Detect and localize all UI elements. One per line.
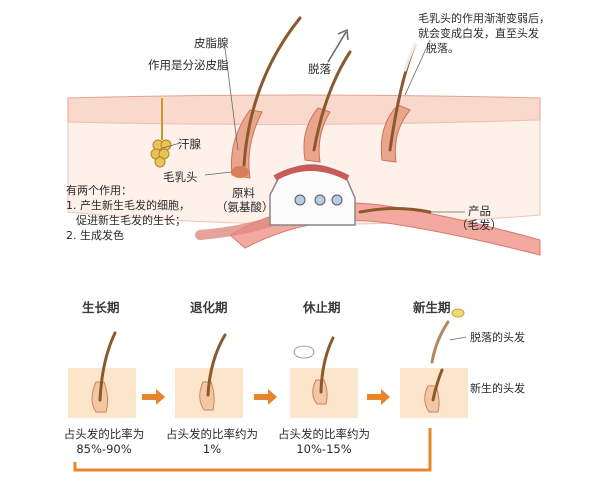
product-hair	[358, 207, 432, 214]
raw-material-sub-label: （氨基酸）	[216, 200, 274, 214]
follicle-3	[380, 104, 411, 163]
stage-caption-growth: 占头发的比率为 85%-90%	[44, 427, 164, 457]
sebaceous-gland-label: 皮脂腺	[194, 36, 229, 50]
note-line-2: 就会变成白发，直至头发	[418, 26, 539, 40]
stage-title-new: 新生期	[413, 300, 451, 315]
sebaceous-function-label: 作用是分泌皮脂	[148, 58, 229, 72]
skin-layer	[67, 94, 541, 126]
function-1: 1. 产生新生毛发的细胞，	[66, 198, 190, 212]
stage-arrow-icons	[142, 389, 390, 405]
hair-2	[312, 50, 352, 152]
caption-resting-line2: 10%-15%	[296, 441, 352, 456]
new-hair-label: 新生的头发	[470, 382, 525, 395]
factory-icon	[269, 164, 356, 226]
sweat-gland-label: 汗腺	[178, 137, 201, 151]
shed-hair-label: 脱落的头发	[470, 331, 525, 344]
shed-arrow-icon	[327, 28, 349, 63]
hair-papilla-1	[231, 166, 249, 178]
stage-panel-4	[400, 308, 468, 418]
stage-panel-2	[175, 333, 243, 418]
hair-papilla-label: 毛乳头	[163, 170, 198, 184]
product-sub-label: （毛发）	[456, 218, 502, 232]
hair-1	[242, 16, 302, 167]
stage-title-resting: 休止期	[303, 300, 341, 315]
raw-material-label: 原料	[232, 186, 255, 200]
stage-title-growth: 生长期	[82, 300, 120, 315]
caption-regression-line1: 占头发的比率约为	[166, 427, 258, 441]
papilla-weakening-note: 毛乳头的作用渐渐变弱后， 就会变成白发，直至头发 脱落。	[418, 12, 550, 57]
functions-title: 有两个作用：	[66, 184, 132, 197]
function-1b: 促进新生毛发的生长；	[76, 213, 186, 227]
shed-hair-root	[451, 308, 465, 318]
stage-caption-regression: 占头发的比率约为 1%	[152, 427, 272, 457]
function-2: 2. 生成发色	[66, 228, 124, 242]
caption-resting-line1: 占头发的比率约为	[278, 427, 370, 441]
hair-3-white-tip	[403, 43, 417, 72]
stage-caption-resting: 占头发的比率约为 10%-15%	[264, 427, 384, 457]
caption-growth-line1: 占头发的比率为	[63, 427, 145, 441]
shedding-label: 脱落	[308, 62, 331, 76]
caption-regression-line2: 1%	[202, 441, 222, 456]
note-line-1: 毛乳头的作用渐渐变弱后，	[418, 12, 550, 25]
caption-growth-line2: 85%-90%	[76, 441, 132, 456]
stage-title-regression: 退化期	[190, 300, 228, 315]
stage-panel-3	[290, 336, 358, 418]
note-line-3: 脱落。	[426, 41, 459, 55]
product-label: 产品	[468, 204, 491, 218]
stage-panel-1	[68, 331, 136, 418]
papilla-functions: 有两个作用： 1. 产生新生毛发的细胞， 促进新生毛发的生长； 2. 生成发色	[66, 184, 190, 243]
cycle-return-arrow	[73, 428, 432, 472]
